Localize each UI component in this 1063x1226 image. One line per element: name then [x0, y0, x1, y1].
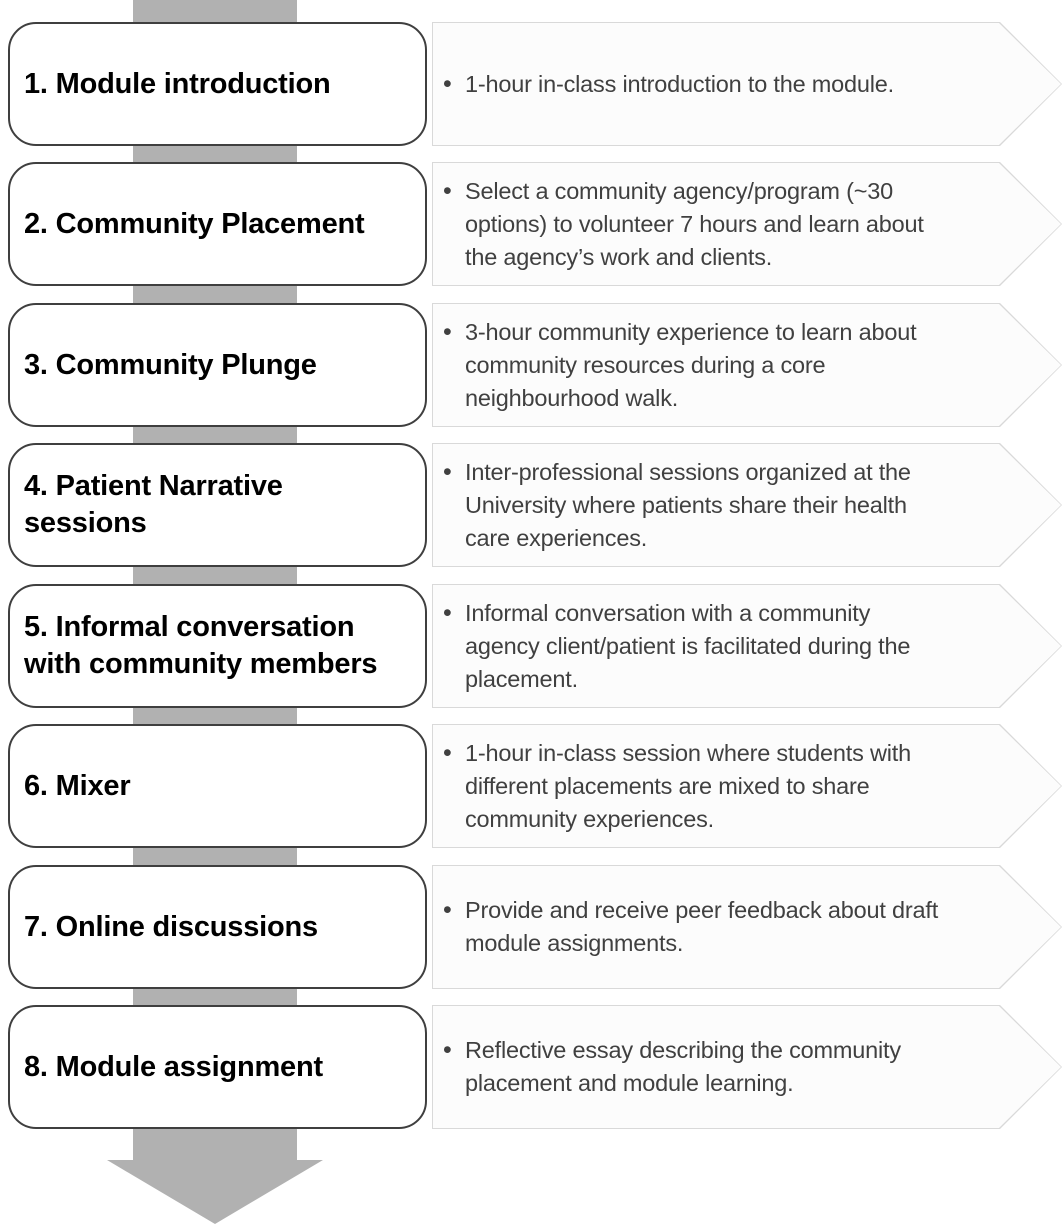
- step-6-description: 1-hour in-class session where students w…: [465, 739, 911, 832]
- step-7-title: 7. Online discussions: [24, 910, 318, 943]
- step-3-description-box: • 3-hour community experience to learn a…: [432, 303, 1062, 427]
- step-7-title-box: 7. Online discussions: [8, 865, 427, 989]
- step-row-6: 6. Mixer • 1-hour in-class session where…: [0, 724, 1063, 848]
- bullet-icon: •: [443, 738, 452, 767]
- step-5-title: 5. Informal conversation with community …: [24, 611, 378, 680]
- step-row-3: 3. Community Plunge • 3-hour community e…: [0, 303, 1063, 427]
- bullet-icon: •: [443, 1036, 452, 1064]
- step-row-4: 4. Patient Narrative sessions • Inter-pr…: [0, 443, 1063, 567]
- step-2-description-box: • Select a community agency/program (~30…: [432, 162, 1062, 286]
- step-8-description-box: • Reflective essay describing the commun…: [432, 1005, 1062, 1129]
- step-7-description-box: • Provide and receive peer feedback abou…: [432, 865, 1062, 989]
- step-row-7: 7. Online discussions • Provide and rece…: [0, 865, 1063, 989]
- step-row-1: 1. Module introduction • 1-hour in-class…: [0, 22, 1063, 146]
- step-4-title-box: 4. Patient Narrative sessions: [8, 443, 427, 567]
- bullet-icon: •: [443, 896, 452, 924]
- step-3-title: 3. Community Plunge: [24, 348, 317, 381]
- bullet-icon: •: [443, 457, 452, 486]
- step-5-description: Informal conversation with a community a…: [465, 599, 911, 692]
- step-2-title-box: 2. Community Placement: [8, 162, 427, 286]
- step-4-title: 4. Patient Narrative sessions: [24, 470, 283, 539]
- bullet-icon: •: [443, 317, 452, 346]
- step-2-title: 2. Community Placement: [24, 207, 365, 240]
- step-5-description-box: • Informal conversation with a community…: [432, 584, 1062, 708]
- step-1-description-box: • 1-hour in-class introduction to the mo…: [432, 22, 1062, 146]
- step-4-description-box: • Inter-professional sessions organized …: [432, 443, 1062, 567]
- flow-arrow-down-icon: [107, 1160, 323, 1224]
- bullet-icon: •: [443, 69, 452, 98]
- step-8-title: 8. Module assignment: [24, 1050, 323, 1083]
- step-6-title-box: 6. Mixer: [8, 724, 427, 848]
- step-row-5: 5. Informal conversation with community …: [0, 584, 1063, 708]
- bullet-icon: •: [443, 176, 452, 205]
- step-8-description: Reflective essay describing the communit…: [465, 1037, 901, 1096]
- bullet-icon: •: [443, 598, 452, 627]
- step-3-title-box: 3. Community Plunge: [8, 303, 427, 427]
- step-5-title-box: 5. Informal conversation with community …: [8, 584, 427, 708]
- step-2-description: Select a community agency/program (~30 o…: [465, 177, 924, 270]
- step-1-description: 1-hour in-class introduction to the modu…: [465, 70, 894, 97]
- step-6-title: 6. Mixer: [24, 769, 131, 802]
- step-1-title: 1. Module introduction: [24, 67, 331, 100]
- step-row-8: 8. Module assignment • Reflective essay …: [0, 1005, 1063, 1129]
- step-6-description-box: • 1-hour in-class session where students…: [432, 724, 1062, 848]
- step-3-description: 3-hour community experience to learn abo…: [465, 318, 917, 411]
- step-8-title-box: 8. Module assignment: [8, 1005, 427, 1129]
- step-row-2: 2. Community Placement • Select a commun…: [0, 162, 1063, 286]
- step-7-description: Provide and receive peer feedback about …: [465, 897, 939, 956]
- step-4-description: Inter-professional sessions organized at…: [465, 458, 911, 551]
- step-1-title-box: 1. Module introduction: [8, 22, 427, 146]
